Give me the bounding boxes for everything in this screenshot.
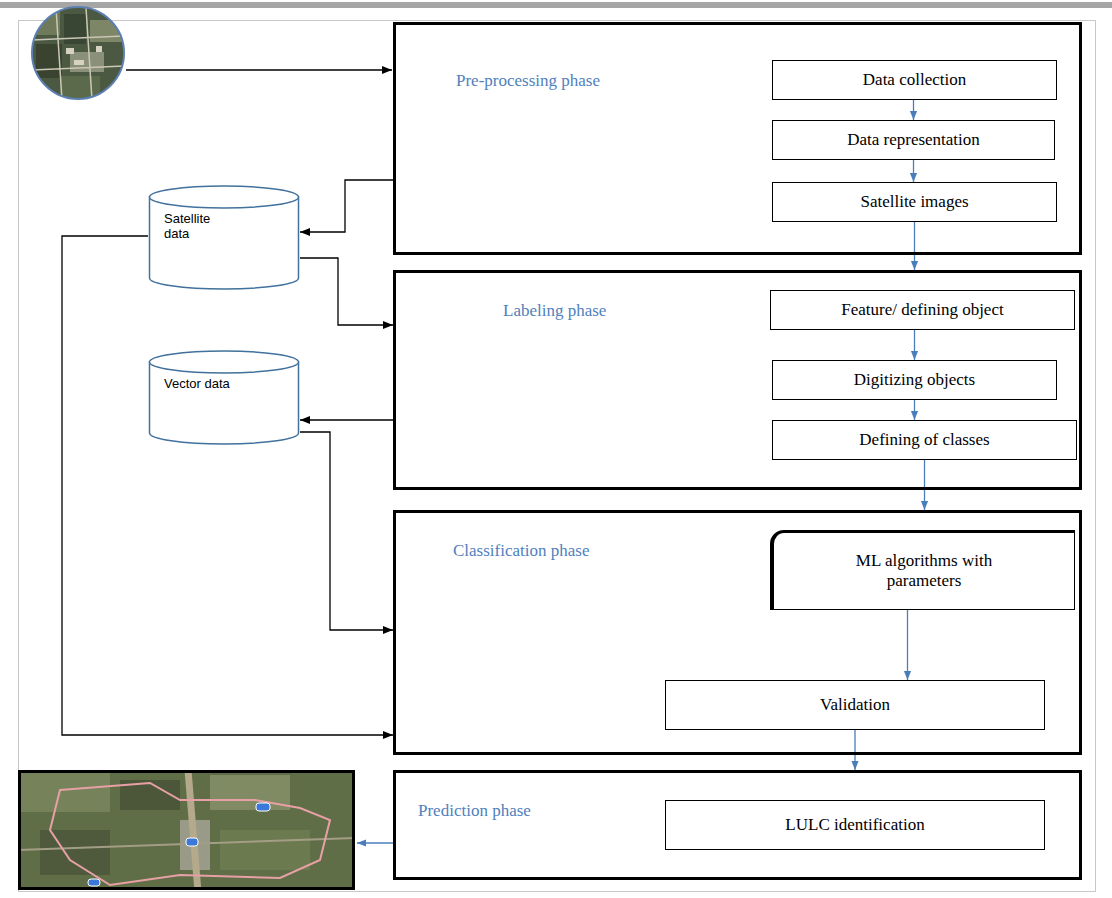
connector-arrow	[854, 730, 855, 770]
phase-label: Classification phase	[453, 541, 589, 561]
process-box: Data collection	[772, 60, 1057, 100]
database-label: Vector data	[164, 376, 292, 391]
process-box: Digitizing objects	[772, 360, 1057, 400]
connector-arrow	[300, 432, 393, 630]
phase-box: Classification phase ML algorithms with p…	[393, 510, 1082, 755]
satellite-image	[30, 7, 126, 100]
box-label: Digitizing objects	[854, 370, 975, 390]
connector-arrow	[300, 258, 393, 325]
phase-label: Prediction phase	[418, 801, 531, 821]
phase-box: Labeling phase Feature/ defining objectDi…	[393, 270, 1082, 490]
cylinder-body	[150, 362, 299, 444]
box-label: LULC identification	[785, 815, 924, 835]
connector-arrow	[300, 419, 393, 420]
map-image	[18, 770, 355, 892]
cylinder-outline	[148, 350, 300, 445]
phase-label: Pre-processing phase	[456, 71, 600, 91]
box-label: Data collection	[863, 70, 966, 90]
box-label: Feature/ defining object	[841, 300, 1003, 320]
input-arrow	[126, 69, 392, 70]
top-rule	[0, 2, 1112, 8]
phase-box: Pre-processing phase Data collectionData …	[393, 22, 1082, 255]
process-box: Data representation	[772, 120, 1055, 160]
process-box: LULC identification	[665, 800, 1045, 850]
connector-arrow	[914, 330, 915, 360]
phase-label: Labeling phase	[503, 301, 606, 321]
connector-arrow	[913, 100, 914, 120]
cylinder-top	[150, 186, 299, 208]
box-label: Defining of classes	[859, 430, 989, 450]
output-arrow	[357, 842, 393, 843]
cylinder-body	[150, 197, 299, 289]
connector-arrow	[62, 236, 393, 735]
box-label: Validation	[820, 695, 890, 715]
phase-box: Prediction phaseLULC identification	[393, 770, 1082, 880]
box-label: ML algorithms with parameters	[824, 551, 1024, 591]
box-label: Data representation	[847, 130, 980, 150]
process-box: Satellite images	[772, 182, 1057, 222]
connector-arrow	[914, 222, 915, 270]
connector-arrow	[913, 160, 914, 182]
algorithm-box: ML algorithms with parameters	[770, 530, 1075, 610]
process-box: Defining of classes	[772, 420, 1077, 460]
database-cylinder: Vector data	[148, 350, 300, 445]
connector-arrow	[924, 460, 925, 510]
database-label: Satellite data	[164, 211, 226, 241]
connector-arrow	[907, 610, 908, 680]
cylinder-top	[150, 351, 299, 373]
outer-frame	[19, 21, 1096, 892]
connector-arrow	[300, 180, 393, 232]
process-box: Validation	[665, 680, 1045, 730]
process-box: Feature/ defining object	[770, 290, 1075, 330]
connector-arrow	[914, 400, 915, 420]
database-cylinder: Satellite data	[148, 185, 300, 290]
box-label: Satellite images	[860, 192, 968, 212]
